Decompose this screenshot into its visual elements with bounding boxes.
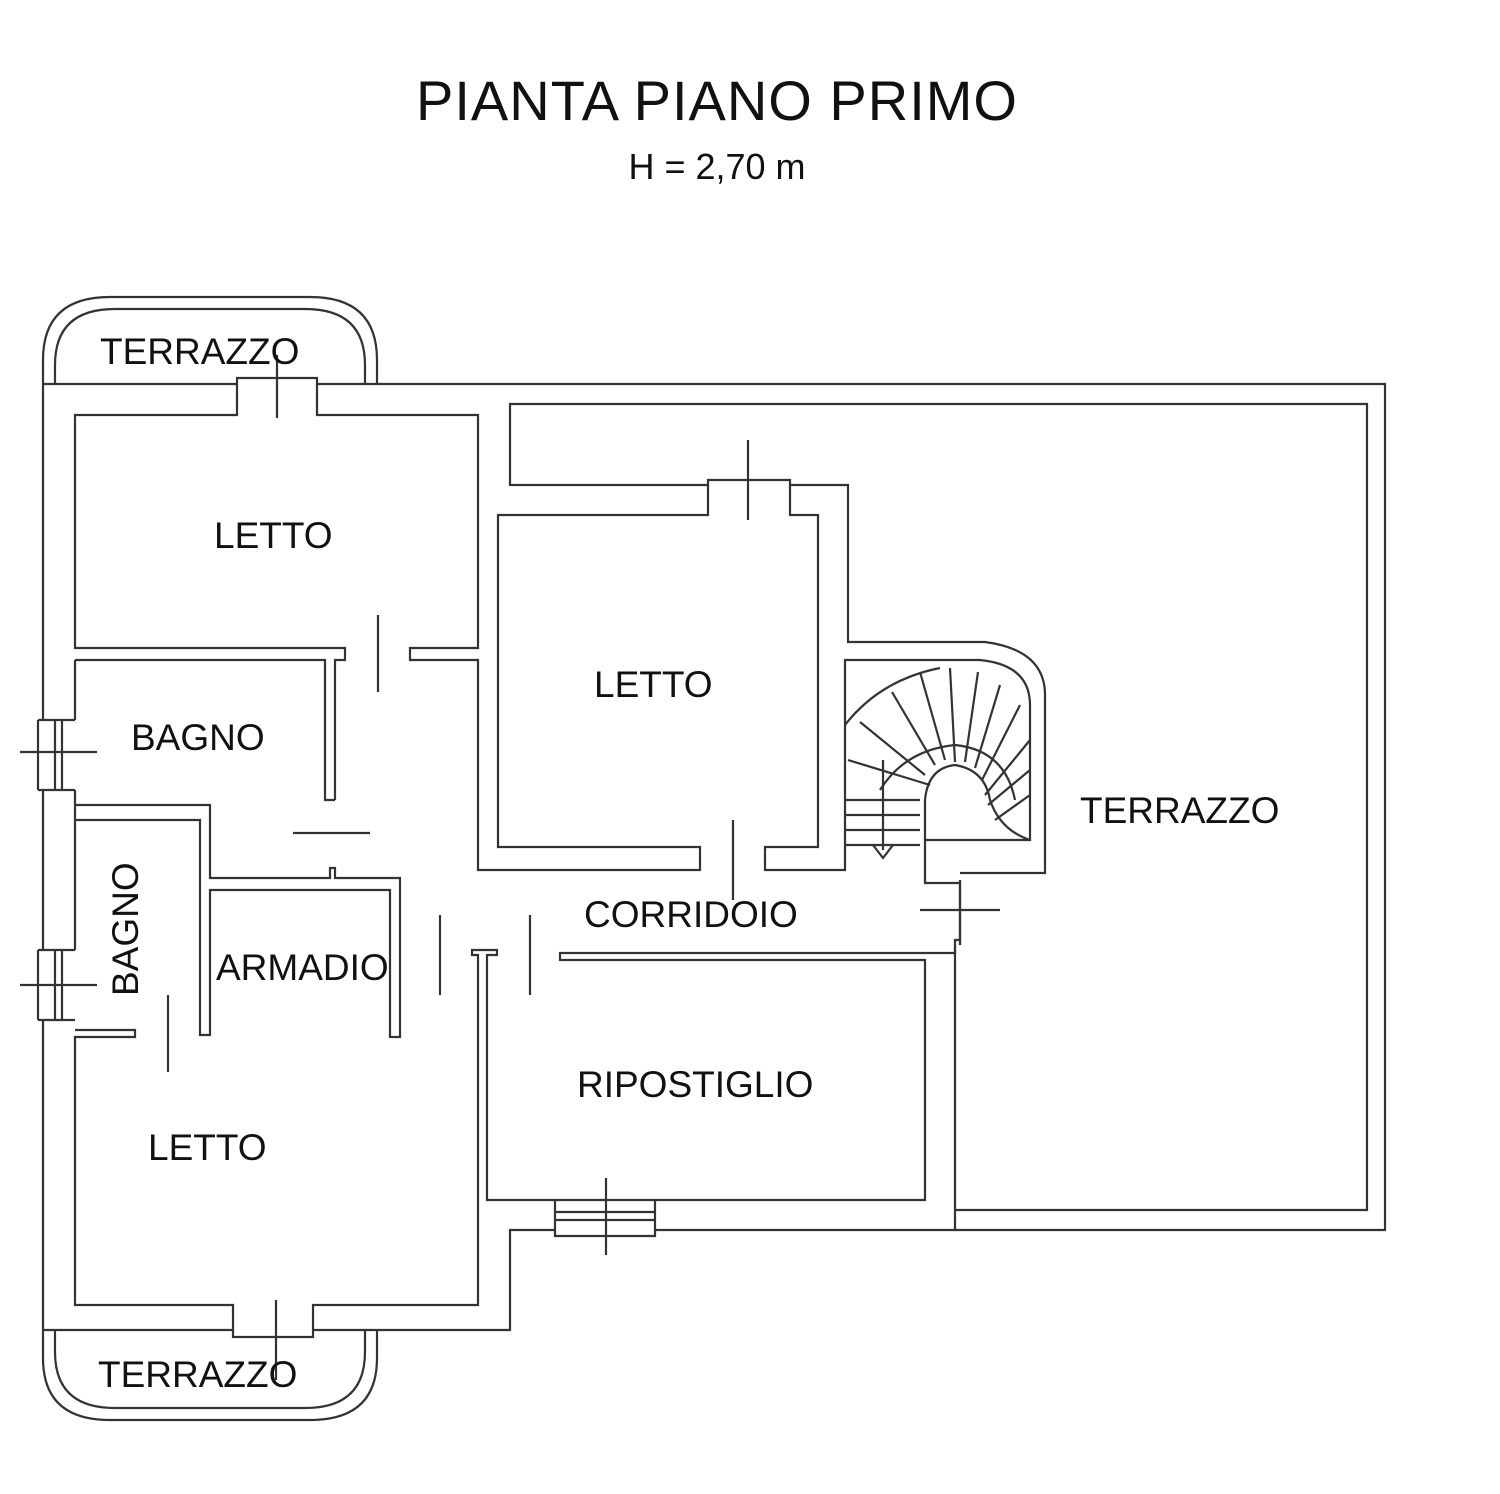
label-letto-bottom-left: LETTO (148, 1127, 267, 1168)
label-terrazzo-right: TERRAZZO (1080, 790, 1279, 831)
label-bagno-2: BAGNO (105, 862, 146, 996)
spiral-staircase (844, 666, 1031, 860)
room-labels: TERRAZZO LETTO LETTO BAGNO BAGNO ARMADIO… (98, 331, 1279, 1395)
label-terrazzo-top: TERRAZZO (100, 331, 299, 372)
plan-title: PIANTA PIANO PRIMO (416, 69, 1018, 132)
label-terrazzo-bottom: TERRAZZO (98, 1354, 297, 1395)
walls (36, 295, 1387, 1422)
label-bagno-1: BAGNO (131, 717, 265, 758)
label-corridoio: CORRIDOIO (584, 894, 798, 935)
label-armadio: ARMADIO (216, 947, 389, 988)
door-and-window-symbols (20, 355, 1000, 1380)
label-letto-top-left: LETTO (214, 515, 333, 556)
ceiling-height: H = 2,70 m (628, 146, 806, 187)
label-letto-middle: LETTO (594, 664, 713, 705)
label-ripostiglio: RIPOSTIGLIO (577, 1064, 813, 1105)
